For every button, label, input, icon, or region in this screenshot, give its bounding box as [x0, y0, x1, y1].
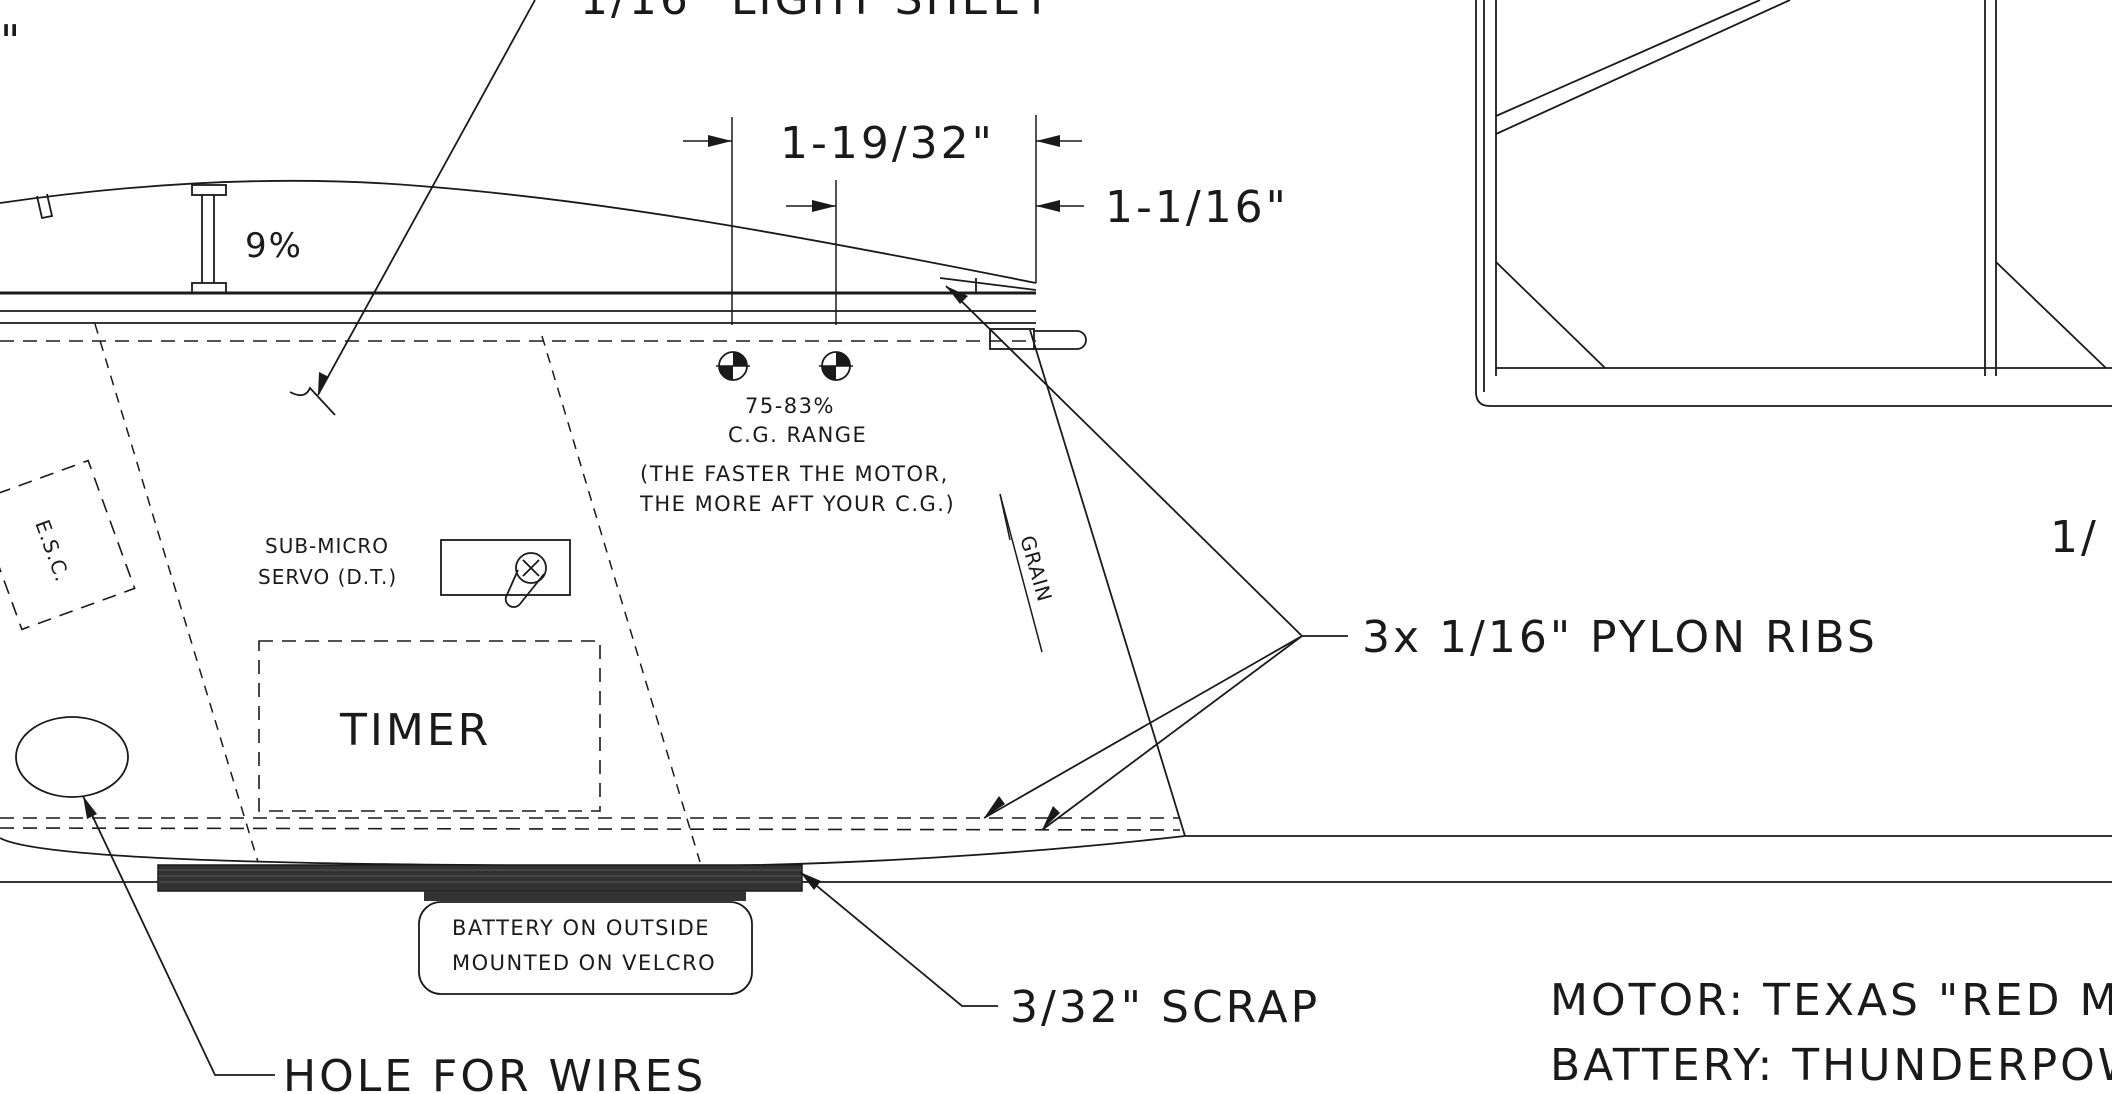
- ribs-leader-a: [945, 285, 1303, 637]
- light-sheet-label: 1/16" LIGHT SHEET: [580, 0, 1053, 25]
- cg-marker-aft: [819, 351, 853, 381]
- motor-note: MOTOR: TEXAS "RED M: [1550, 975, 2112, 1026]
- wing-airfoil-tail: [939, 277, 1037, 291]
- ribs-leader-b: [983, 635, 1303, 819]
- right-fragment-label: 1/: [2050, 512, 2099, 563]
- light-sheet-arrowhead: [318, 372, 329, 395]
- velcro-texture: [158, 869, 802, 883]
- cg-percent: 75-83%: [745, 394, 835, 418]
- esc-label: E.S.C.: [30, 517, 75, 586]
- battery-velcro-lower: [424, 891, 746, 901]
- scrap-leader: [799, 871, 998, 1007]
- hole-label: HOLE FOR WIRES: [283, 1051, 706, 1094]
- grain-label: GRAIN: [1015, 533, 1057, 605]
- internal-rib-1: [94, 323, 259, 863]
- servo-body: [440, 539, 571, 596]
- pylon-trailing-edge: [1029, 329, 1186, 837]
- cg-marker-fwd: [716, 351, 750, 381]
- trailing-dowel: [1034, 330, 1087, 350]
- trailing-tab: [989, 328, 1035, 350]
- scrap-label: 3/32" SCRAP: [1010, 982, 1320, 1033]
- battery-spec-note: BATTERY: THUNDERPOW: [1550, 1040, 2112, 1091]
- grain-arrow-barb: [999, 493, 1011, 541]
- dim-1-19-32: 1-19/32": [780, 118, 995, 169]
- wire-hole-leader: [82, 795, 275, 1076]
- ribs-leader-c: [1041, 635, 1303, 831]
- servo-label-1: SUB-MICRO: [265, 534, 389, 558]
- battery-label-1: BATTERY ON OUTSIDE: [452, 916, 710, 940]
- dim-1-1-16: 1-1/16": [1105, 182, 1289, 233]
- battery-box: [418, 901, 753, 995]
- grain-arrow-shaft: [999, 493, 1043, 653]
- fuselage-frame-detail: [1475, 0, 2112, 407]
- timer-box: [258, 640, 601, 812]
- thickness-indicator: [191, 184, 227, 294]
- top-left-fragment: ": [0, 16, 23, 67]
- cg-range-label: C.G. RANGE: [728, 423, 867, 447]
- wire-hole-arrowhead: [83, 796, 97, 819]
- wire-hole: [15, 716, 129, 798]
- wing-airfoil-upper: [0, 179, 1037, 284]
- esc-box: [0, 459, 136, 631]
- timer-label: TIMER: [339, 705, 491, 756]
- velcro-strip: [157, 864, 803, 892]
- pylon-bottom-dash-2: [0, 827, 1181, 831]
- grain-tick-mark: [289, 386, 336, 416]
- pylon-ribs-label: 3x 1/16" PYLON RIBS: [1362, 612, 1878, 663]
- cg-note-line-1: (THE FASTER THE MOTOR,: [640, 462, 949, 486]
- thickness-percent: 9%: [245, 226, 303, 266]
- cg-note-line-2: THE MORE AFT YOUR C.G.): [639, 492, 955, 516]
- battery-label-2: MOUNTED ON VELCRO: [452, 951, 716, 975]
- servo-label-2: SERVO (D.T.): [258, 565, 397, 589]
- wing-small-tab: [36, 193, 54, 220]
- light-sheet-leader: [317, 0, 536, 396]
- pylon-bottom-curve: [0, 835, 1186, 867]
- internal-rib-2: [541, 335, 701, 863]
- servo-arm-icon: [504, 552, 547, 608]
